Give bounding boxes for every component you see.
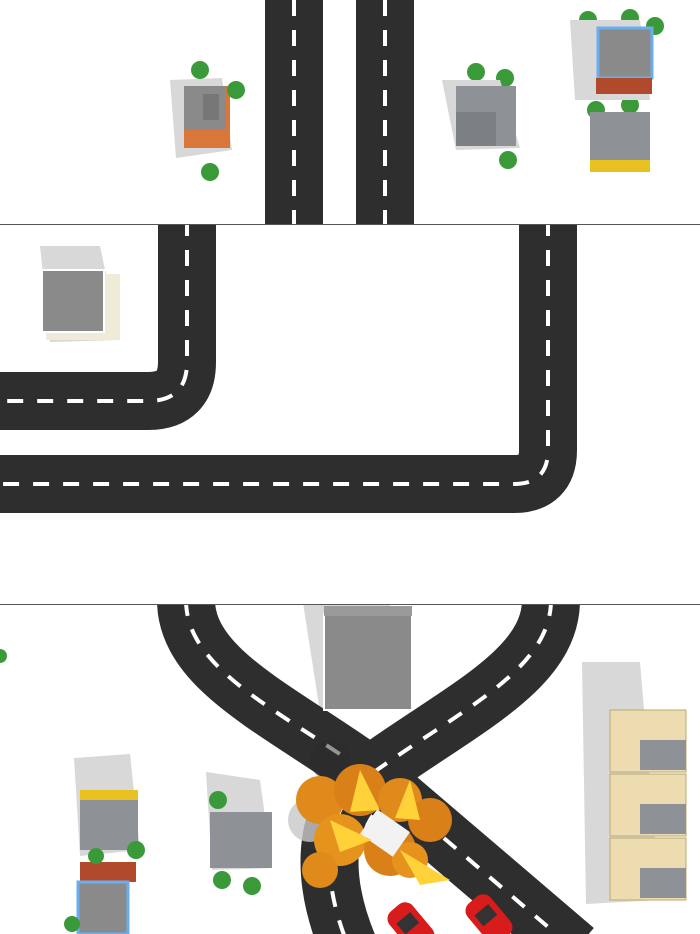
apartment-icon [582,662,687,904]
explosion-icon [288,740,452,888]
apartment-icon [40,246,120,342]
apartment-icon [570,20,654,172]
tree-icon [191,9,664,181]
apartment-icon [323,606,413,711]
house-icon [206,772,272,870]
level-panel-2 [0,220,577,513]
road[interactable] [265,0,414,224]
car-icon[interactable] [461,890,516,934]
house-icon [170,78,232,158]
house-icon [442,80,520,150]
road[interactable] [0,220,577,513]
car-icon[interactable] [383,898,438,934]
level-panel-1 [170,0,664,224]
level-panel-3 [0,605,687,934]
tree-icon [0,649,261,932]
house-icon [74,754,140,934]
